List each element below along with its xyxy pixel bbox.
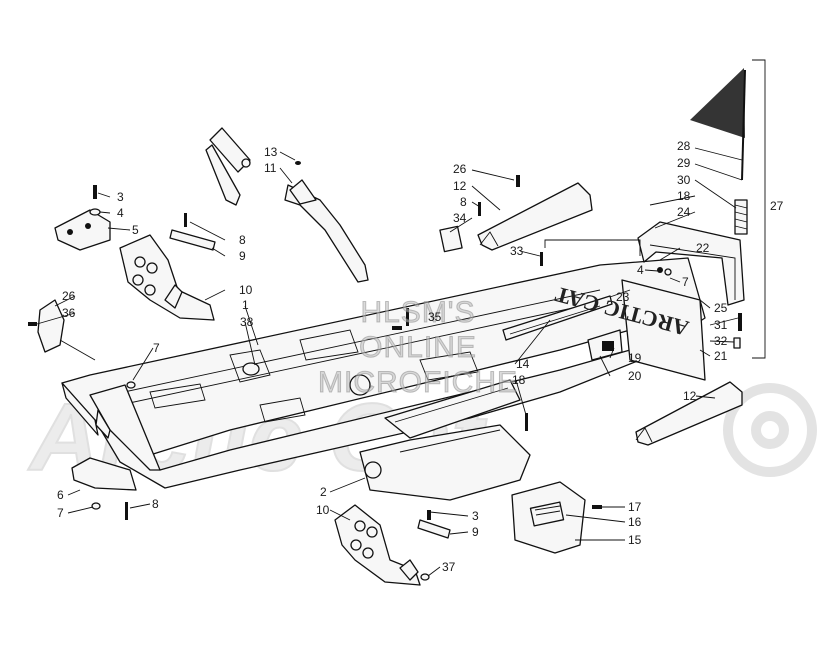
watermark-line-1: HLSM'S [360,296,475,329]
callout-26-left: 26 [62,289,76,303]
steering-post [205,127,369,283]
callout-22: 22 [696,241,710,255]
callout-30: 30 [677,173,691,187]
center-fasteners [406,175,543,431]
reflector-19-20 [587,329,623,361]
callout-26-center: 26 [453,162,467,176]
rail-14 [502,295,613,341]
callout-numbers: 3 4 5 8 9 10 1 38 26 36 7 6 7 8 13 11 26… [57,139,784,574]
callout-27: 27 [770,199,784,213]
cover-15 [511,481,602,554]
callout-37: 37 [442,560,456,574]
side-plate-2 [359,424,531,501]
callout-32: 32 [714,334,728,348]
callout-25: 25 [714,301,728,315]
callout-16: 16 [628,515,642,529]
front-bracket-upper [119,234,215,321]
callout-10-lower: 10 [316,503,330,517]
callout-3-upper: 3 [117,190,124,204]
running-board-12-upper [477,182,593,251]
wheel-watermark [723,383,817,477]
callout-23: 23 [616,290,630,304]
callout-8-center: 8 [460,195,467,209]
callout-4-rear: 4 [637,263,644,277]
callout-13: 13 [264,145,278,159]
callout-2: 2 [320,485,327,499]
callout-14: 14 [516,357,530,371]
callout-29: 29 [677,156,691,170]
upper-left-fasteners [89,185,216,251]
misc-fasteners [126,326,402,389]
watermark-line-3: MICROFICHE [318,366,518,399]
decal-34 [439,225,463,253]
hitch-part-36 [28,299,96,361]
bracket-6 [71,457,137,520]
callout-34: 34 [453,211,467,225]
callout-19: 19 [628,351,642,365]
callout-38: 38 [240,315,254,329]
callout-28: 28 [677,139,691,153]
callout-18-lower: 18 [512,373,526,387]
callout-18-upper: 18 [677,189,691,203]
bracket-5 [54,209,111,251]
callout-11: 11 [264,161,277,175]
group-bracket-27 [752,59,766,359]
callout-9-lower: 9 [472,525,479,539]
callout-7-left: 7 [153,341,160,355]
front-bracket-lower [334,504,451,586]
callout-12-upper: 12 [453,179,467,193]
callout-1: 1 [242,298,249,312]
callout-20: 20 [628,369,642,383]
callout-8-upper: 8 [239,233,246,247]
callout-35: 35 [428,310,442,324]
callout-3-lower: 3 [472,509,479,523]
callout-12-lower: 12 [683,389,697,403]
callout-24: 24 [677,205,691,219]
front-side-panel [89,384,161,471]
callout-5: 5 [132,223,139,237]
running-board-12-lower [635,381,743,446]
callout-7-lower: 7 [57,506,64,520]
skid-plate [384,379,521,439]
tunnel-front-lip [61,382,99,436]
callout-21: 21 [714,349,728,363]
callout-33: 33 [510,244,524,258]
callout-36: 36 [62,306,76,320]
decal-16 [529,501,565,527]
callout-6: 6 [57,488,64,502]
safety-flag [690,68,748,349]
hlsm-watermark: HLSM'S ONLINE MICROFICHE [318,296,518,400]
callout-8-lower: 8 [152,497,159,511]
watermark-line-2: ONLINE [359,331,477,364]
callout-10-upper: 10 [239,283,253,297]
callout-17: 17 [628,500,642,514]
callout-9-upper: 9 [239,249,246,263]
leader-lines [36,147,743,577]
callout-4-upper: 4 [117,206,124,220]
callout-7-rear: 7 [682,275,689,289]
callout-15: 15 [628,533,642,547]
callout-31: 31 [714,318,728,332]
